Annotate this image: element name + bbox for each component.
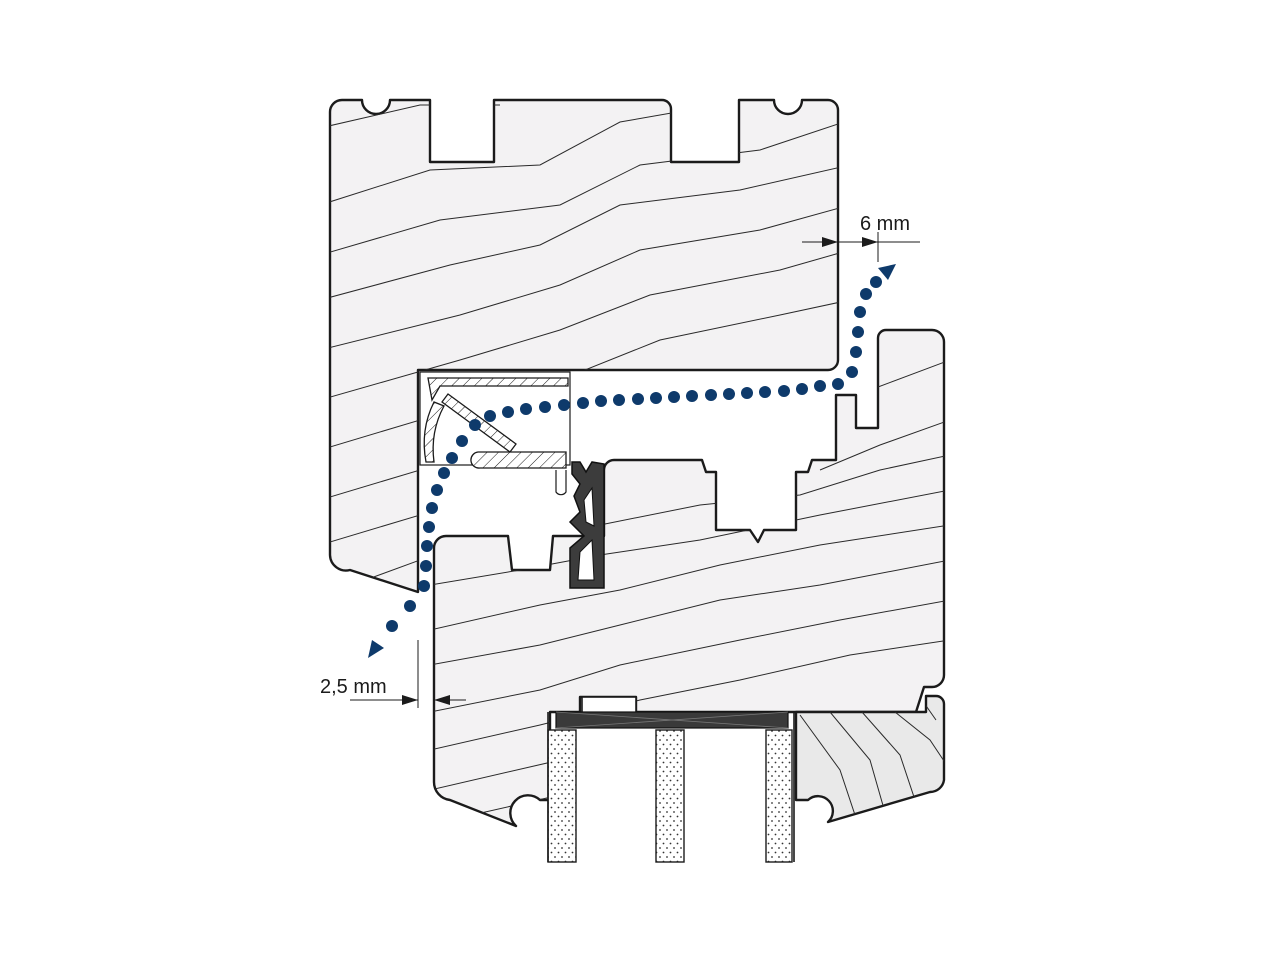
airflow-dot	[420, 560, 432, 572]
sash-wood-grain	[433, 359, 944, 821]
airflow-dot	[456, 435, 468, 447]
airflow-dot	[814, 380, 826, 392]
airflow-dot	[852, 326, 864, 338]
airflow-dot	[741, 387, 753, 399]
airflow-dot	[854, 306, 866, 318]
airflow-dot	[577, 397, 589, 409]
dimension-bottom-label: 2,5 mm	[320, 676, 387, 698]
airflow-dot	[613, 394, 625, 406]
airflow-dot	[421, 540, 433, 552]
airflow-dot	[484, 410, 496, 422]
airflow-path	[368, 264, 896, 658]
dimension-top-label: 6 mm	[860, 213, 910, 235]
airflow-dot	[850, 346, 862, 358]
sash-profile	[432, 328, 946, 828]
glass-pane-outer	[547, 729, 577, 863]
airflow-dot	[418, 580, 430, 592]
airflow-dot	[386, 620, 398, 632]
airflow-dot	[796, 383, 808, 395]
airflow-dot	[870, 276, 882, 288]
airflow-dot	[860, 288, 872, 300]
airflow-dot	[650, 392, 662, 404]
glass-pane-middle	[655, 729, 685, 863]
airflow-dot	[404, 600, 416, 612]
glazing-unit	[547, 696, 795, 863]
airflow-dot	[668, 391, 680, 403]
airflow-arrowhead-end	[878, 264, 896, 280]
airflow-dot	[686, 390, 698, 402]
airflow-dot	[846, 366, 858, 378]
airflow-dot	[446, 452, 458, 464]
airflow-dot	[778, 385, 790, 397]
fitting-bottom-plate	[470, 451, 567, 469]
glass-pane-inner	[765, 729, 793, 863]
airflow-dot	[632, 393, 644, 405]
airflow-dot	[558, 399, 570, 411]
airflow-dot	[520, 403, 532, 415]
glazing-bead	[794, 694, 946, 824]
airflow-dot	[595, 395, 607, 407]
airflow-dot	[832, 378, 844, 390]
center-gasket	[568, 461, 605, 589]
airflow-dot	[431, 484, 443, 496]
airflow-dot	[759, 386, 771, 398]
airflow-arrowhead-start	[368, 640, 384, 658]
dimension-top: 6 mm	[802, 213, 920, 262]
fitting-hook	[555, 470, 567, 496]
airflow-dot	[469, 419, 481, 431]
airflow-dot	[723, 388, 735, 400]
fitting-top-plate	[427, 377, 569, 402]
airflow-dot	[705, 389, 717, 401]
airflow-dot	[539, 401, 551, 413]
airflow-dot	[438, 467, 450, 479]
dimension-bottom: 2,5 mm	[320, 640, 466, 708]
airflow-dot	[502, 406, 514, 418]
setting-block	[581, 696, 637, 714]
fitting-curved-arm	[423, 401, 445, 463]
airflow-dot	[426, 502, 438, 514]
airflow-dot	[423, 521, 435, 533]
